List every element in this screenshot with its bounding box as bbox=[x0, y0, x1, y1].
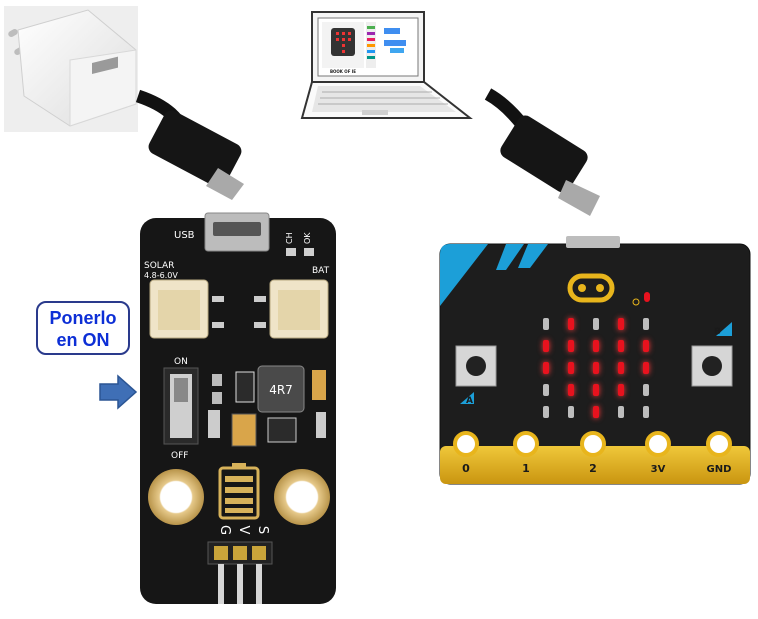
led-on bbox=[643, 362, 649, 374]
inductor-label: 4R7 bbox=[269, 383, 293, 397]
microbit-pin-label: 1 bbox=[522, 462, 530, 475]
led-on bbox=[643, 340, 649, 352]
laptop-usb-cable bbox=[484, 88, 600, 216]
callout-line-1: Ponerlo bbox=[49, 308, 117, 328]
laptop-screen-caption: BOOK OF IE bbox=[330, 69, 356, 74]
led-off bbox=[543, 384, 549, 396]
led-on bbox=[618, 362, 624, 374]
board-pin-label: S bbox=[255, 526, 270, 534]
led-off bbox=[643, 406, 649, 418]
ch-silk-label: CH bbox=[285, 232, 294, 244]
led-on bbox=[568, 318, 574, 330]
button-b-label: B bbox=[714, 327, 721, 337]
ok-silk-label: OK bbox=[303, 232, 312, 244]
charger-usb-cable bbox=[135, 89, 244, 200]
usb-silk-label: USB bbox=[174, 230, 195, 241]
microbit-pin-label: 3V bbox=[651, 464, 666, 475]
led-off bbox=[568, 406, 574, 418]
led-on bbox=[543, 340, 549, 352]
led-on bbox=[543, 362, 549, 374]
board-pin-label: G bbox=[217, 525, 232, 535]
led-on bbox=[568, 384, 574, 396]
callout-bubble: Ponerlo en ON bbox=[36, 301, 130, 355]
led-on bbox=[568, 340, 574, 352]
microbit-pin-hole bbox=[706, 431, 732, 457]
led-on bbox=[618, 340, 624, 352]
led-on bbox=[593, 362, 599, 374]
led-on bbox=[618, 384, 624, 396]
led-on bbox=[593, 384, 599, 396]
led-off bbox=[643, 318, 649, 330]
microbit-pin-label: 2 bbox=[589, 462, 597, 475]
solar-charger-board: USB SOLAR 4.8-6.0V CH OK BAT ON OFF 4R7 bbox=[140, 212, 336, 604]
button-a-label: A bbox=[466, 396, 473, 406]
on-silk-label: ON bbox=[174, 357, 188, 367]
pointer-arrow bbox=[99, 374, 138, 410]
microbit-pin-label: GND bbox=[707, 464, 732, 475]
led-off bbox=[643, 384, 649, 396]
solar-silk-label: SOLAR bbox=[144, 261, 174, 271]
board-pin-label: V bbox=[236, 526, 251, 535]
led-on bbox=[593, 406, 599, 418]
solar-range-silk-label: 4.8-6.0V bbox=[144, 271, 178, 280]
microbit-pin-label: 0 bbox=[462, 462, 470, 475]
off-silk-label: OFF bbox=[171, 451, 188, 461]
laptop: BOOK OF IE bbox=[300, 11, 473, 119]
callout-line-2: en ON bbox=[56, 330, 110, 350]
microbit-pin-hole bbox=[453, 431, 479, 457]
led-off bbox=[543, 406, 549, 418]
led-off bbox=[543, 318, 549, 330]
microbit-board: A B 0 1 2 3V GND bbox=[439, 236, 751, 485]
led-on bbox=[593, 340, 599, 352]
usb-wall-charger bbox=[4, 6, 138, 132]
led-off bbox=[593, 318, 599, 330]
led-on bbox=[568, 362, 574, 374]
led-on bbox=[618, 318, 624, 330]
microbit-pin-hole bbox=[580, 431, 606, 457]
microbit-pin-hole bbox=[645, 431, 671, 457]
microbit-pin-hole bbox=[513, 431, 539, 457]
bat-silk-label: BAT bbox=[312, 266, 330, 276]
led-off bbox=[618, 406, 624, 418]
